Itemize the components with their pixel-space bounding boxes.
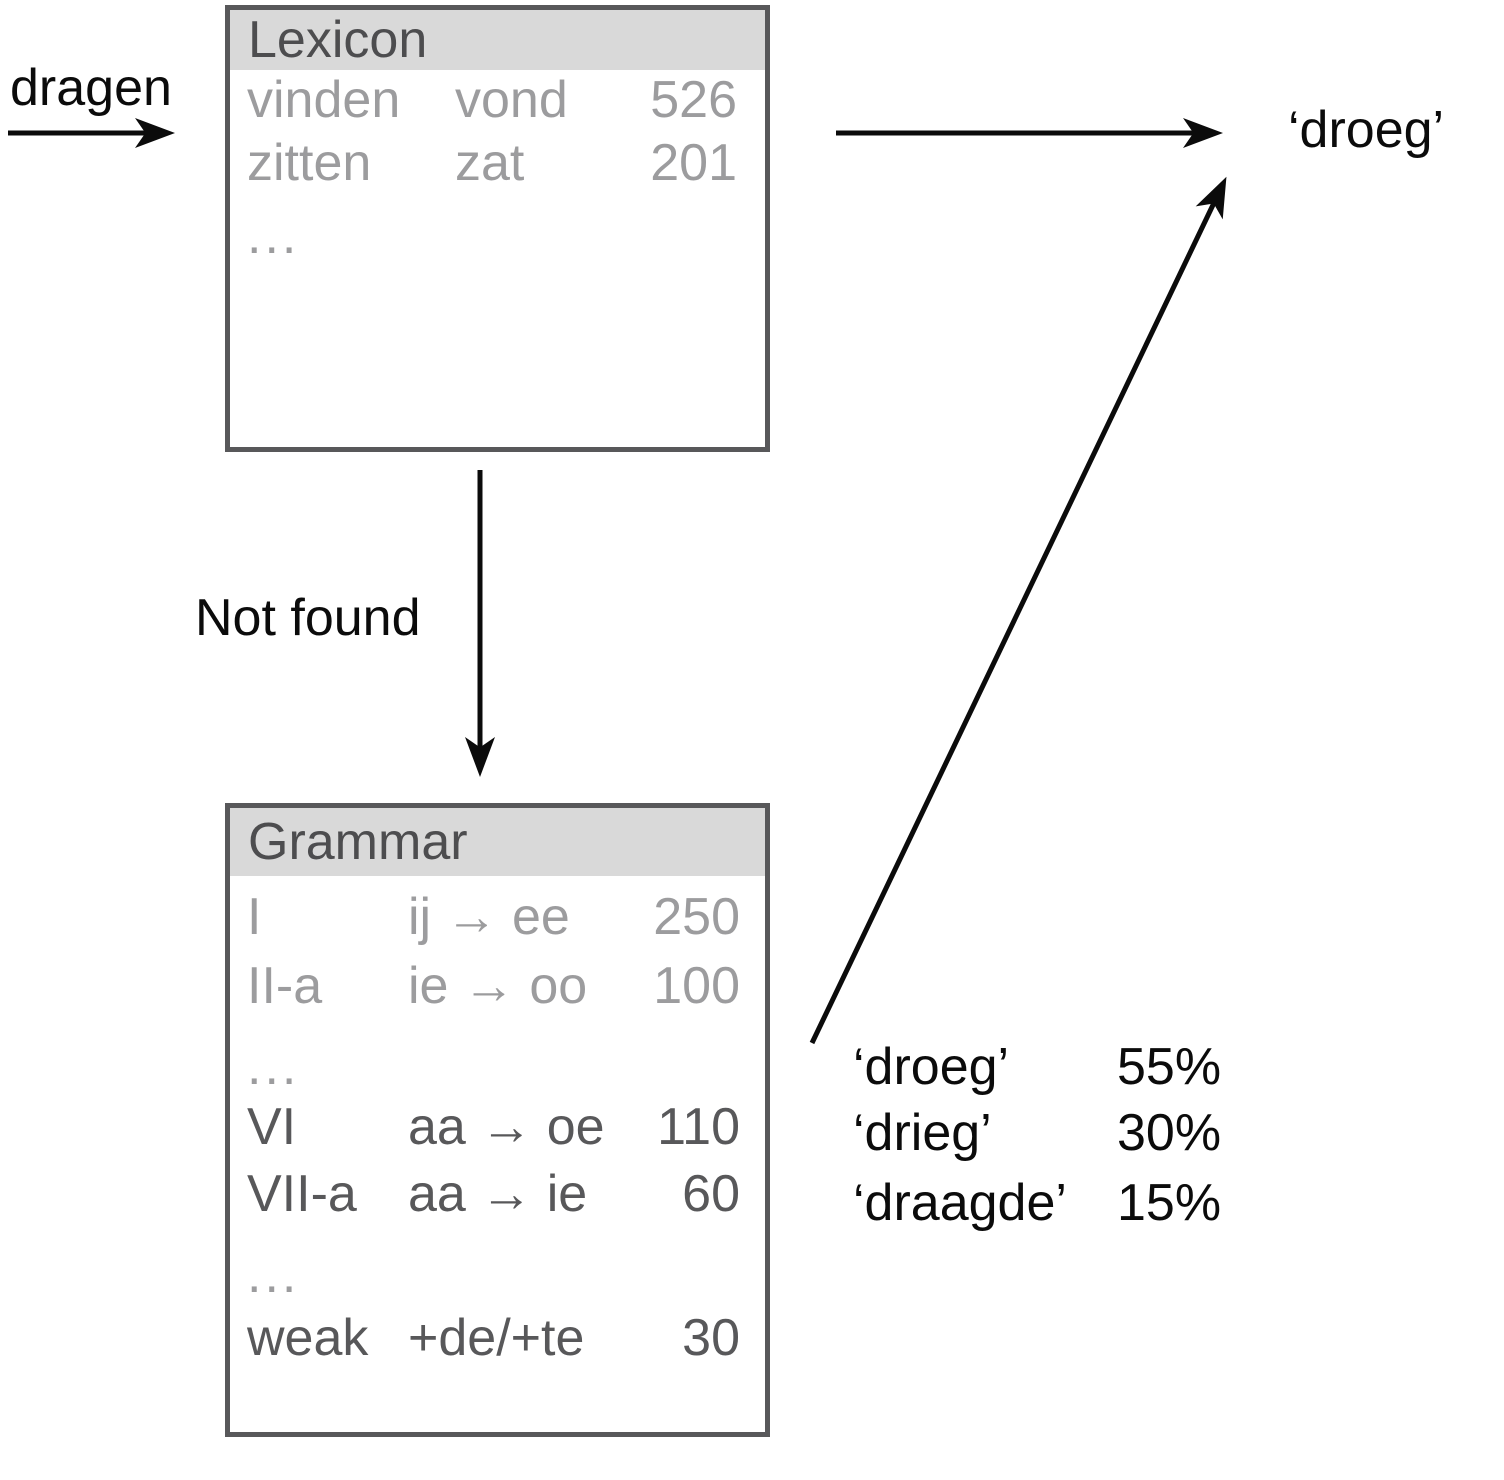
grammar-row: I ij → ee 250 <box>230 887 765 947</box>
grammar-row-ellipsis: ... <box>230 1037 765 1097</box>
candidate-row: ‘droeg’ 55% <box>853 1037 1225 1097</box>
candidate-form: ‘drieg’ <box>853 1104 992 1162</box>
candidate-probability: 30% <box>1117 1104 1222 1162</box>
cell-ellipsis: ... <box>247 1038 300 1096</box>
cell-ellipsis: ... <box>247 1246 300 1304</box>
candidate-row: ‘draagde’ 15% <box>853 1173 1225 1233</box>
cell-infinitive: zitten <box>247 134 372 192</box>
output-word-label: ‘droeg’ <box>1288 101 1445 159</box>
candidate-row: ‘drieg’ 30% <box>853 1103 1225 1163</box>
grammar-row: II-a ie → oo 100 <box>230 956 765 1016</box>
cell-frequency: 201 <box>650 134 737 192</box>
cell-rule <box>408 1037 740 1097</box>
cell-rule: ie → oo <box>408 957 588 1015</box>
cell-ellipsis: ... <box>247 207 300 265</box>
cell-rule: aa → ie <box>408 1165 588 1223</box>
cell-frequency: 250 <box>653 888 740 946</box>
cell-frequency: 60 <box>682 1165 740 1223</box>
candidate-probability: 55% <box>1117 1038 1222 1096</box>
grammar-row: VI aa → oe 110 <box>230 1097 765 1157</box>
candidate-form: ‘droeg’ <box>853 1038 1010 1096</box>
lexicon-row-ellipsis: ... <box>230 206 765 266</box>
cell-class: II-a <box>247 957 323 1015</box>
cell-rule <box>408 1245 740 1305</box>
grammar-box: Grammar I ij → ee 250 II-a ie → oo 100 .… <box>225 803 770 1437</box>
cell-rule: aa → oe <box>408 1098 605 1156</box>
cell-past-tense: zat <box>455 134 525 192</box>
cell-rule: ij → ee <box>408 888 570 946</box>
grammar-row-ellipsis: ... <box>230 1245 765 1305</box>
lexicon-row: vinden vond 526 <box>230 70 765 130</box>
cell-rule: +de/+te <box>408 1309 585 1367</box>
lexicon-box: Lexicon vinden vond 526 zitten zat 201 .… <box>225 5 770 452</box>
cell-class: I <box>247 888 262 946</box>
cell-class: VII-a <box>247 1165 357 1223</box>
lexicon-header: Lexicon <box>230 10 765 70</box>
cell-frequency: 100 <box>653 957 740 1015</box>
grammar-to-output-arrow <box>809 176 1227 1045</box>
cell-frequency: 526 <box>650 71 737 129</box>
grammar-header: Grammar <box>230 808 765 876</box>
lexicon-row: zitten zat 201 <box>230 133 765 193</box>
candidate-probability: 15% <box>1117 1174 1222 1232</box>
cell-infinitive: vinden <box>247 71 401 129</box>
not-found-label: Not found <box>195 589 421 647</box>
cell-past-tense <box>455 206 737 266</box>
cell-frequency: 110 <box>657 1098 740 1156</box>
cell-past-tense: vond <box>455 71 568 129</box>
grammar-row: weak +de/+te 30 <box>230 1308 765 1368</box>
grammar-row: VII-a aa → ie 60 <box>230 1164 765 1224</box>
cell-frequency: 30 <box>682 1309 740 1367</box>
cell-class: weak <box>247 1309 369 1367</box>
candidate-form: ‘draagde’ <box>853 1174 1067 1232</box>
cell-class: VI <box>247 1098 297 1156</box>
input-word-label: dragen <box>10 59 172 117</box>
